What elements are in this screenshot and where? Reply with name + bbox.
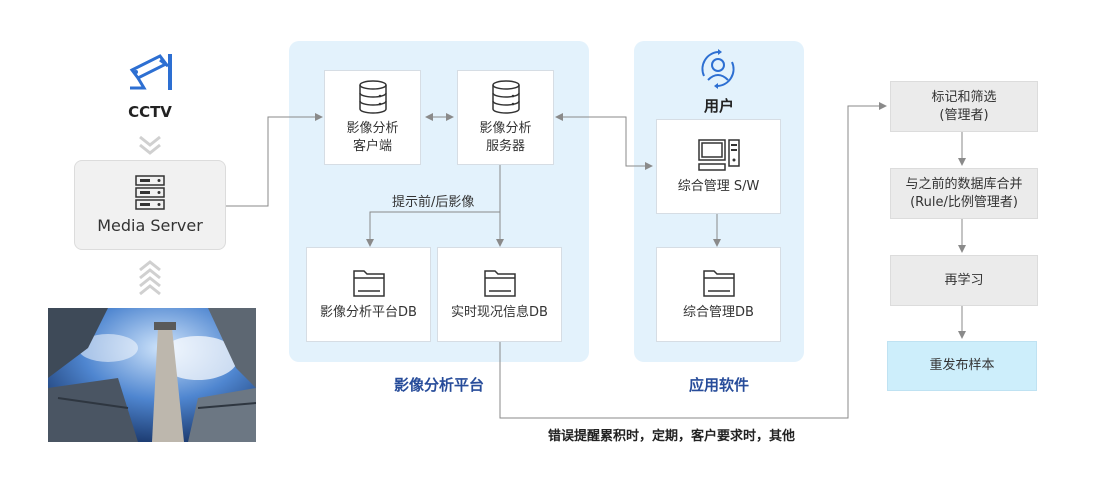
cctv-icon	[122, 48, 178, 96]
chevrons-up	[139, 260, 161, 296]
folder-icon	[352, 269, 385, 297]
flow-step4-label: 重发布样本	[929, 358, 995, 373]
platform-db-box: 影像分析平台DB	[306, 247, 431, 342]
cctv-label: CCTV	[128, 103, 172, 121]
management-db-label: 综合管理DB	[683, 304, 754, 320]
chevrons-down	[139, 135, 161, 155]
database-icon	[491, 79, 520, 114]
flow-step2-label: 与之前的数据库合并 (Rule/比例管理者)	[905, 176, 1023, 210]
realtime-db-box: 实时现况信息DB	[437, 247, 562, 342]
flow-step1-label: 标记和筛选 (管理者)	[931, 89, 997, 123]
user-label: 用户	[703, 97, 734, 115]
edge-db2-to-flow	[499, 102, 887, 419]
server-rack-icon	[135, 175, 165, 210]
analysis-server-label: 影像分析 服务器	[479, 120, 532, 154]
folder-icon	[483, 269, 516, 297]
flow-step-relearn: 再学习	[890, 255, 1038, 306]
images-edge-label: 提示前/后影像	[392, 195, 475, 210]
analysis-client-label: 影像分析 客户端	[346, 120, 399, 154]
computer-icon	[697, 138, 740, 171]
platform-title: 影像分析平台	[393, 376, 484, 394]
media-server-box: Media Server	[74, 160, 226, 250]
analysis-server-box: 影像分析 服务器	[457, 70, 554, 165]
user-icon	[696, 48, 740, 90]
flow-step-merge: 与之前的数据库合并 (Rule/比例管理者)	[890, 168, 1038, 219]
analysis-client-box: 影像分析 客户端	[324, 70, 421, 165]
flow-step-republish: 重发布样本	[887, 341, 1037, 391]
media-server-label: Media Server	[97, 216, 203, 235]
app-title: 应用软件	[688, 376, 749, 394]
database-icon	[358, 79, 387, 114]
edge-server-to-dbs	[369, 165, 501, 244]
flow-step-label-filter: 标记和筛选 (管理者)	[890, 81, 1038, 132]
realtime-db-label: 实时现况信息DB	[451, 304, 548, 320]
edge-server-sw	[555, 113, 653, 170]
management-db-box: 综合管理DB	[656, 247, 781, 342]
industrial-photo	[48, 308, 256, 442]
edge-media-to-client	[226, 113, 323, 207]
trigger-condition-label: 错误提醒累积时，定期，客户要求时，其他	[548, 429, 796, 444]
flow-step3-label: 再学习	[944, 272, 984, 288]
platform-db-label: 影像分析平台DB	[320, 304, 417, 320]
folder-icon	[702, 269, 735, 297]
management-sw-box: 综合管理 S/W	[656, 119, 781, 214]
management-sw-label: 综合管理 S/W	[677, 178, 760, 194]
